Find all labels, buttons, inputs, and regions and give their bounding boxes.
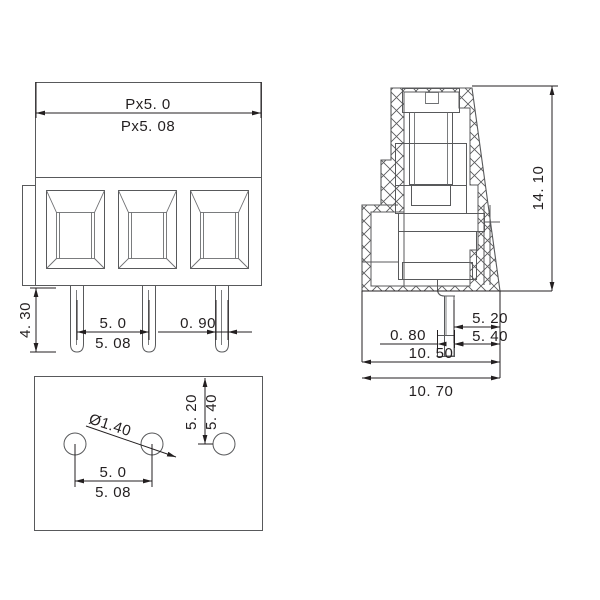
housing-right-wall xyxy=(484,205,490,285)
terminal-opening-3 xyxy=(191,191,249,269)
wire-clamp-cage xyxy=(399,214,485,280)
dim-pin-pitch-primary: 5. 0 xyxy=(99,315,126,332)
dim-pin-thickness-text: 0. 80 xyxy=(390,327,426,344)
dim-body-depth-primary-text: 10. 50 xyxy=(409,345,454,362)
housing-left-cavity xyxy=(370,211,405,287)
dim-pin-pitch: 5. 0 5. 08 xyxy=(76,300,150,352)
dim-body-depth-secondary: 10. 70 xyxy=(362,375,500,400)
terminal-opening-2 xyxy=(119,191,177,269)
front-view-left-flange xyxy=(23,186,36,286)
dim-row-offset-primary: 5. 20 xyxy=(183,394,200,430)
dim-body-height-text: 14. 10 xyxy=(530,166,547,211)
housing-rails xyxy=(362,205,500,262)
terminal-opening-1 xyxy=(47,191,105,269)
dim-pin-length-text: 4. 30 xyxy=(17,302,34,338)
dim-body-height: 14. 10 xyxy=(472,85,558,291)
dim-hole-pitch-primary: 5. 0 xyxy=(99,464,126,481)
screw-shank xyxy=(410,113,453,185)
dim-pin-length: 4. 30 xyxy=(17,287,56,353)
dim-pitch-top-primary: Px5. 0 xyxy=(125,96,171,113)
side-section-view: 14. 10 5. 20 5. 40 0. 80 10. 50 10. xyxy=(361,85,558,400)
side-view-extension-lines xyxy=(361,290,552,378)
dim-row-offset-secondary: 5. 40 xyxy=(203,394,220,430)
dim-hole-pitch: 5. 0 5. 08 xyxy=(74,444,153,501)
clamp-block-upper xyxy=(396,144,467,214)
dim-pin-offset: 5. 20 5. 40 xyxy=(453,300,508,347)
dim-pin-width: 0. 90 xyxy=(158,300,252,340)
dim-pin-offset-secondary: 5. 40 xyxy=(472,328,508,345)
dim-pin-width-text: 0. 90 xyxy=(180,315,216,332)
front-view-lower-body xyxy=(36,178,262,286)
dim-hole-pitch-secondary: 5. 08 xyxy=(95,484,131,501)
dim-body-depth-primary: 10. 50 xyxy=(362,345,500,365)
dim-pin-thickness: 0. 80 xyxy=(380,327,466,348)
front-view: Px5. 0 Px5. 08 4. 30 5. 0 5. 08 0. 90 xyxy=(17,82,262,352)
dim-pin-pitch-secondary: 5. 08 xyxy=(95,335,131,352)
dim-pin-offset-primary: 5. 20 xyxy=(472,310,508,327)
dim-body-depth-secondary-text: 10. 70 xyxy=(409,383,454,400)
dim-pitch-top: Px5. 0 Px5. 08 xyxy=(35,82,262,135)
dim-row-offset: 5. 20 5. 40 xyxy=(183,378,220,445)
bottom-view-outline xyxy=(35,377,263,531)
dim-pitch-top-secondary: Px5. 08 xyxy=(121,118,175,135)
